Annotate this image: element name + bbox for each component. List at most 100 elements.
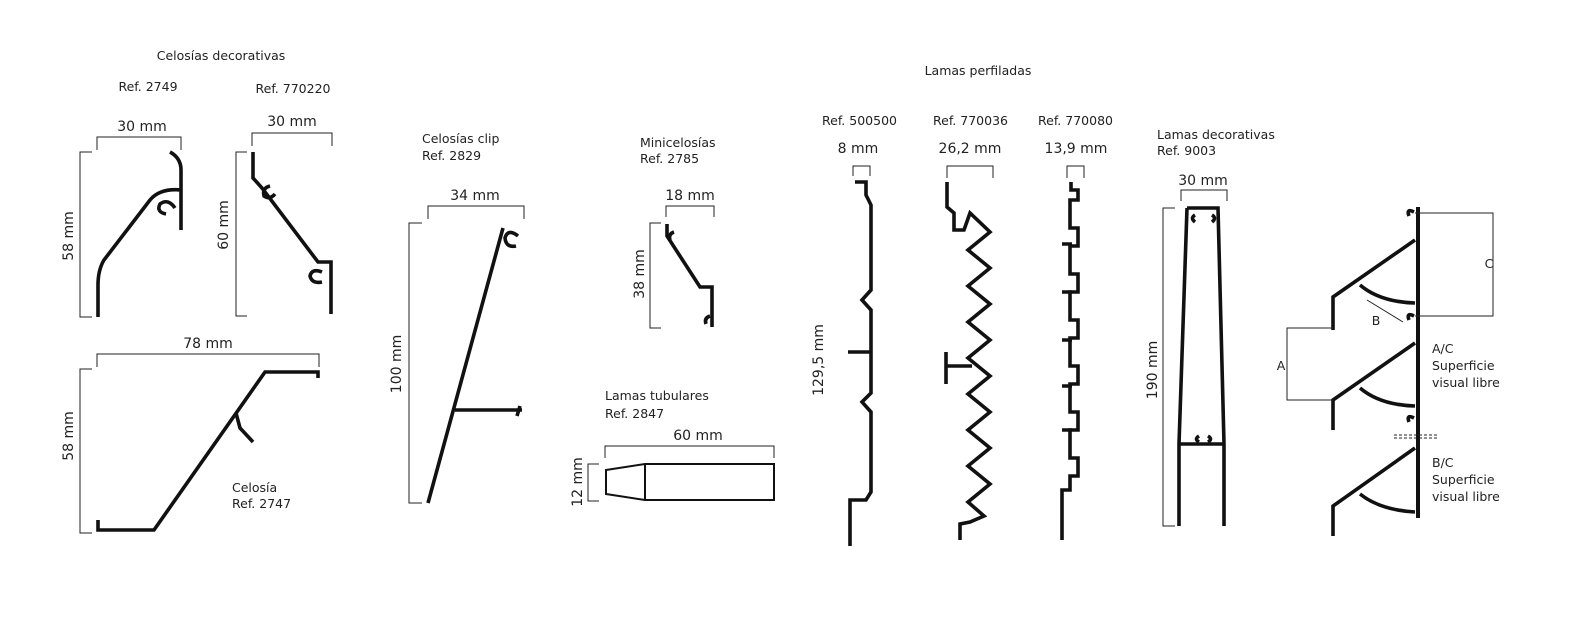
group-title: Lamas decorativas (1157, 127, 1275, 142)
height-dimension (235, 151, 247, 317)
ac-line1: Superficie (1432, 358, 1495, 373)
height-label: 38 mm (632, 249, 648, 299)
group-superficie-visual-libre: C B A A/C Superficie visual libre B/C Su… (1277, 207, 1500, 536)
dimension-b (1366, 299, 1404, 323)
width-label: 18 mm (665, 188, 715, 204)
group-title: Celosías clip (422, 131, 499, 146)
height-label: 100 mm (389, 335, 405, 393)
group-celosias-decorativas: Celosías decorativas Ref. 2749 30 mm 58 … (61, 48, 333, 534)
height-label: 12 mm (570, 457, 586, 507)
profile-shape (96, 370, 320, 532)
clip-hooks (1190, 213, 1217, 444)
group-title: Celosías decorativas (157, 48, 286, 63)
width-label: 30 mm (117, 119, 167, 135)
height-label: 58 mm (61, 211, 77, 261)
ref-label: Ref. 2747 (232, 496, 291, 511)
height-label: 129,5 mm (811, 324, 827, 396)
width-label: 60 mm (673, 428, 723, 444)
profile-shape (426, 227, 522, 504)
group-lamas-perfiladas: Lamas perfiladas Ref. 500500 8 mm 129,5 … (811, 63, 1113, 546)
width-label: 34 mm (450, 188, 500, 204)
width-dimension (946, 165, 994, 178)
profile-fin (944, 352, 972, 384)
slat-curves (1358, 283, 1416, 514)
width-dimension (251, 132, 333, 146)
clip-hook (503, 230, 520, 249)
height-dimension (587, 463, 599, 502)
width-dimension (1180, 189, 1228, 201)
profile-ref-500500: Ref. 500500 8 mm 129,5 mm (811, 113, 897, 546)
width-dimension (1066, 165, 1085, 178)
profile-shape (848, 180, 873, 546)
width-dimension (604, 445, 775, 458)
ref-label: Ref. 770220 (256, 81, 331, 96)
height-dimension (408, 222, 422, 504)
profile-name: Celosía (232, 480, 277, 495)
height-label: 60 mm (216, 200, 232, 250)
ref-label: Ref. 2785 (640, 151, 699, 166)
width-label: 13,9 mm (1045, 141, 1108, 157)
profile-shape (945, 182, 993, 540)
clip-hook (667, 230, 675, 241)
group-lamas-decorativas: Lamas decorativas Ref. 9003 30 mm 190 mm (1145, 127, 1275, 527)
profile-ref-770080: Ref. 770080 13,9 mm (1038, 113, 1113, 540)
height-dimension (79, 151, 92, 318)
ref-label: Ref. 2847 (605, 406, 664, 421)
ac-ratio: A/C (1432, 341, 1454, 356)
width-label: 8 mm (838, 141, 879, 157)
label-a: A (1277, 358, 1286, 373)
group-title: Minicelosías (640, 135, 716, 150)
profile-shape (605, 463, 775, 501)
height-label: 58 mm (61, 411, 77, 461)
ref-label: Ref. 770080 (1038, 113, 1113, 128)
bc-line1: Superficie (1432, 472, 1495, 487)
profile-tip (515, 405, 522, 417)
profile-shape (1060, 182, 1080, 540)
width-dimension (96, 353, 320, 367)
group-celosias-clip: Celosías clip Ref. 2829 34 mm 100 mm (389, 131, 525, 504)
height-dimension (79, 368, 92, 534)
width-label: 30 mm (1178, 173, 1228, 189)
width-dimension (427, 205, 525, 219)
ref-label: Ref. 2829 (422, 148, 481, 163)
height-label: 190 mm (1145, 341, 1161, 399)
clip-hook (157, 199, 177, 216)
clip-hook (703, 314, 711, 325)
slat-hooks (1406, 208, 1415, 423)
group-title: Lamas perfiladas (925, 63, 1032, 78)
profile-shape (665, 224, 714, 327)
label-b: B (1372, 313, 1381, 328)
clip-hook (261, 184, 277, 200)
clip-hook (308, 268, 323, 285)
profile-shape (1177, 206, 1226, 526)
ref-label: Ref. 770036 (933, 113, 1008, 128)
break-line (1394, 434, 1438, 439)
drip-fin (234, 412, 255, 444)
ref-label: Ref. 2749 (118, 79, 177, 94)
height-dimension (649, 222, 661, 329)
profile-shape (251, 152, 333, 314)
label-c: C (1485, 256, 1494, 271)
width-label: 78 mm (183, 336, 233, 352)
profile-shape (96, 150, 183, 317)
ref-label: Ref. 9003 (1157, 143, 1216, 158)
ac-line2: visual libre (1432, 375, 1500, 390)
slats (1331, 238, 1417, 536)
height-dimension (1162, 207, 1175, 527)
bc-line2: visual libre (1432, 489, 1500, 504)
profile-ref-770036: Ref. 770036 26,2 mm (933, 113, 1008, 540)
group-minicelosias: Minicelosías Ref. 2785 18 mm 38 mm (632, 135, 716, 329)
width-dimension (852, 165, 871, 176)
width-label: 30 mm (267, 114, 317, 130)
profile-ref-2749: Ref. 2749 30 mm 58 mm (61, 79, 183, 318)
profile-ref-2747: 78 mm 58 mm Celosía Ref. 2747 (61, 336, 320, 534)
width-dimension (96, 136, 182, 150)
bc-ratio: B/C (1432, 455, 1454, 470)
profile-ref-770220: Ref. 770220 30 mm 60 mm (216, 81, 333, 317)
width-label: 26,2 mm (939, 141, 1002, 157)
width-dimension (665, 205, 715, 217)
group-lamas-tubulares: Lamas tubulares Ref. 2847 60 mm 12 mm (570, 388, 775, 507)
group-title: Lamas tubulares (605, 388, 709, 403)
dimension-c (1415, 212, 1494, 317)
